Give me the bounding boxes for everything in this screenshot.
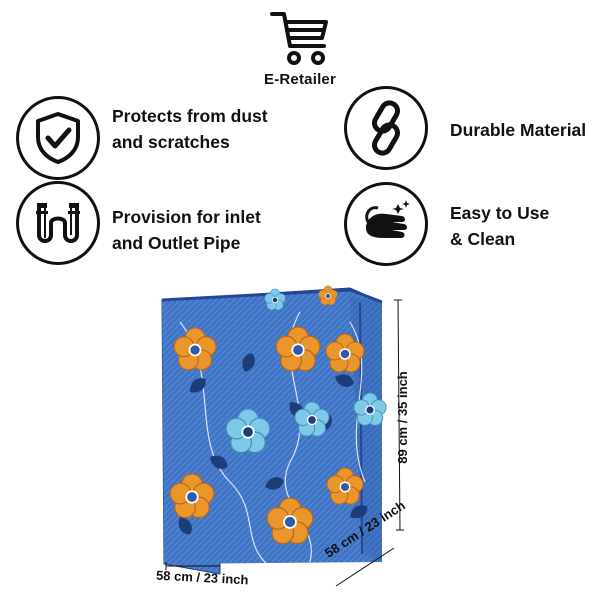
feature-durable-label: Durable Material: [450, 120, 587, 140]
height-dimension-label: 89 cm / 35 inch: [394, 371, 410, 464]
shield-check-icon: [16, 96, 100, 180]
pipe-icon: [16, 181, 100, 265]
feature-clean-label: Easy to Use & Clean: [450, 203, 550, 249]
feature-pipe-label: Provision for inlet and Outlet Pipe: [112, 207, 261, 253]
machine-cover-image: [161, 285, 387, 575]
brand-block: E-Retailer: [240, 8, 360, 88]
cleaning-hand-icon: [344, 182, 428, 266]
shopping-cart-icon: [270, 12, 328, 65]
brand-name: E-Retailer: [263, 71, 337, 88]
chain-link-icon: [344, 86, 428, 170]
feature-dust-label: Protects from dust and scratches: [112, 106, 268, 152]
